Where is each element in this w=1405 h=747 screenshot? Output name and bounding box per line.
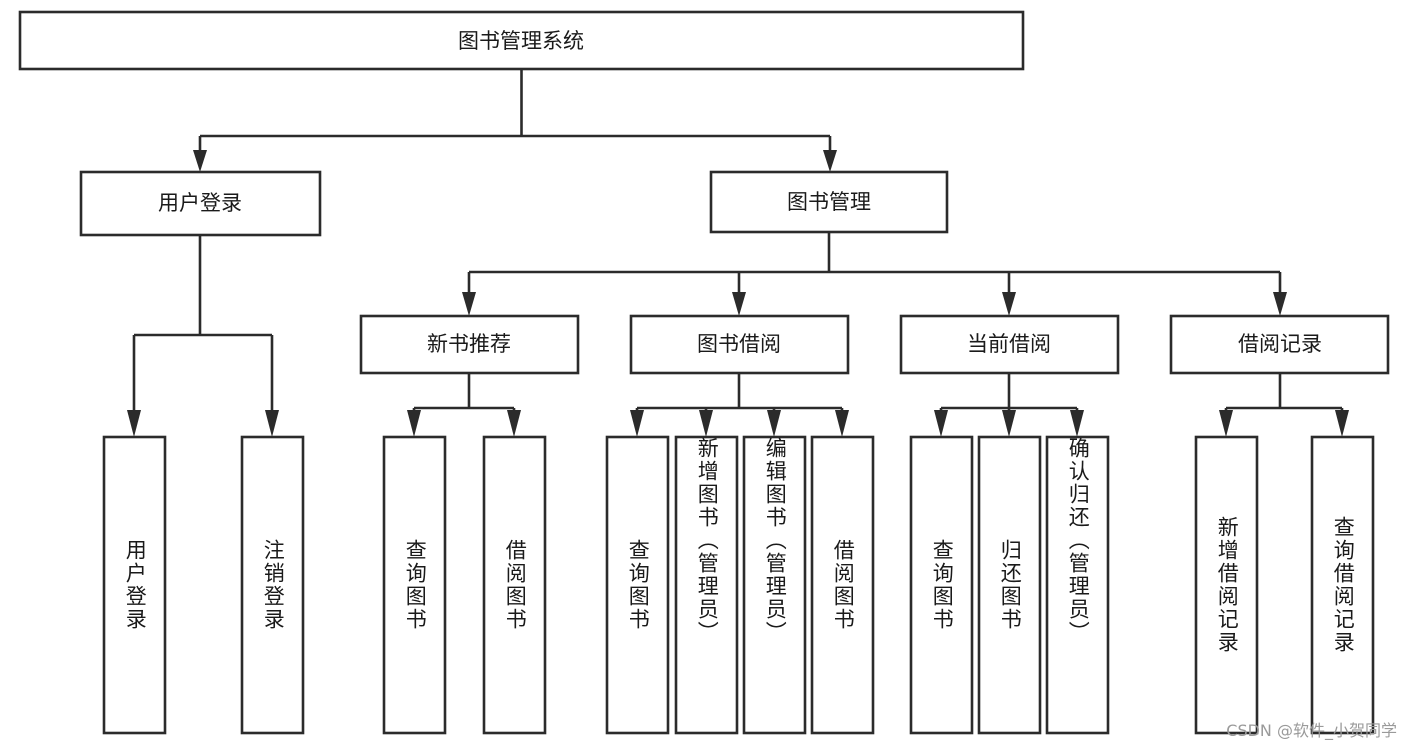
node-user-login-label: 用户登录: [158, 191, 242, 215]
node-leaf-query-book-3[interactable]: [909, 435, 974, 735]
node-borrow-record[interactable]: 借阅记录: [1169, 314, 1390, 375]
node-new-book-recommend-label: 新书推荐: [427, 332, 511, 356]
connector-root-to-level2: [193, 69, 837, 172]
connector-current-borrow-to-leaves: [934, 373, 1084, 437]
connector-borrow-record-to-leaves: [1219, 373, 1349, 437]
connector-book-manage-to-level3: [462, 232, 1287, 316]
node-current-borrow-label: 当前借阅: [967, 332, 1051, 356]
node-root[interactable]: 图书管理系统: [18, 10, 1025, 71]
node-current-borrow[interactable]: 当前借阅: [899, 314, 1120, 375]
node-user-login[interactable]: 用户登录: [79, 170, 322, 237]
connector-book-borrow-to-leaves: [630, 373, 849, 437]
node-new-book-recommend[interactable]: 新书推荐: [359, 314, 580, 375]
node-book-borrow[interactable]: 图书借阅: [629, 314, 850, 375]
node-leaf-query-borrow-record[interactable]: [1310, 435, 1375, 735]
node-leaf-add-borrow-record[interactable]: [1194, 435, 1259, 735]
connector-new-book-recommend-to-leaves: [407, 373, 521, 437]
node-leaf-query-book-2[interactable]: [605, 435, 670, 735]
node-book-borrow-label: 图书借阅: [697, 332, 781, 356]
node-leaf-add-book-admin[interactable]: [674, 435, 739, 735]
connector-user-login-to-leaves: [127, 235, 279, 437]
node-leaf-confirm-return-admin[interactable]: [1045, 435, 1110, 735]
node-leaf-borrow-book-2[interactable]: [810, 435, 875, 735]
node-leaf-edit-book-admin[interactable]: [742, 435, 807, 735]
node-borrow-record-label: 借阅记录: [1238, 332, 1322, 356]
watermark: CSDN @软件_小贺同学: [1226, 721, 1397, 740]
node-book-manage[interactable]: 图书管理: [709, 170, 949, 234]
node-book-manage-label: 图书管理: [787, 190, 871, 214]
node-root-label: 图书管理系统: [458, 29, 584, 53]
node-leaf-user-login[interactable]: [102, 435, 167, 735]
node-leaf-return-book[interactable]: [977, 435, 1042, 735]
node-leaf-query-book-1[interactable]: [382, 435, 447, 735]
node-leaf-logout-login[interactable]: [240, 435, 305, 735]
node-leaf-borrow-book-1[interactable]: [482, 435, 547, 735]
